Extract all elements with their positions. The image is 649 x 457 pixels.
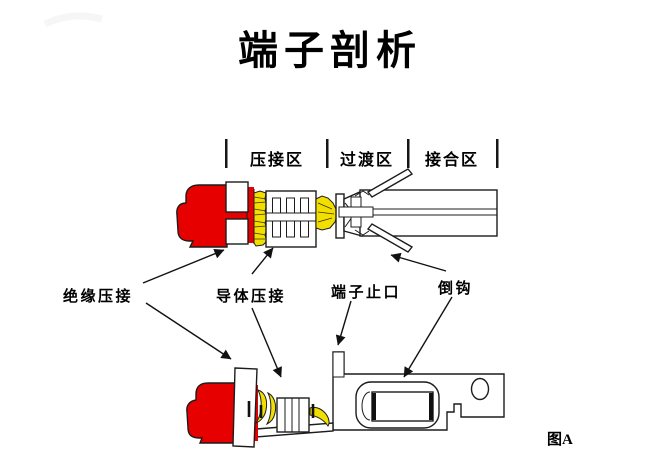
upper-terminal-drawing [176,168,498,253]
terminal-stop-arrow [335,300,352,346]
insulation-crimp-arrow-lower [145,302,232,360]
barb-edge [372,393,376,420]
barb-lance-top [366,168,414,198]
crimp-slot [286,220,295,238]
crimp-slot [272,197,281,214]
lower-terminal-drawing [186,351,505,448]
blade-hole [470,377,490,401]
barb-region-inner [371,391,434,422]
lance-cut-mark [354,229,370,236]
lance-cut-mark [354,190,370,197]
crimp-slot [286,197,295,214]
receptacle-body [359,189,498,237]
zone-label-mating-zone: 接合区 [424,152,480,169]
terminal-stop-tab [332,351,345,378]
label-barb: 倒钩 [438,281,474,297]
insulation-crimp-lower [232,367,258,448]
label-conductor-crimp: 导体压接 [216,289,287,305]
insulation-crimp-arrow-upper [142,248,225,284]
zone-divider [496,139,499,168]
conductor-strand-curl [309,406,330,427]
barb-arc-detail [361,391,371,421]
crimp-slot [300,220,309,238]
zone-label-crimp-zone: 压接区 [249,152,305,169]
conductor-crimp-arrow-lower [251,307,282,378]
crimp-slot [272,220,281,238]
conductor-crimp-arrow-upper [251,247,274,275]
front-stop-detail [338,206,374,218]
barb-arrow-lower [403,296,453,378]
crimp-slot [300,197,309,214]
zone-divider [407,139,410,168]
conductor-strands-upper [253,190,268,247]
label-insulation-crimp: 绝缘压接 [63,289,134,305]
zone-dividers [225,139,499,168]
leader-arrows [142,247,453,378]
conductor-crimp-lower [276,397,310,433]
conductor-strand-curl [265,391,277,426]
insulation-crimp-upper [225,181,249,213]
page-title: 端子剖析 [238,28,422,73]
barb-lance-bottom [366,223,414,253]
crimp-seams [284,398,300,432]
zone-divider [225,139,228,168]
body-seam-lines [373,208,497,216]
zone-label-transition-zone: 过渡区 [339,152,395,169]
strand-hatching [317,202,335,223]
barb-arrow-upper [390,252,447,272]
figure-caption: 图A [547,432,573,448]
insulation-crimp-upper [225,218,249,245]
barb-edge [429,393,433,420]
label-terminal-stop: 端子止口 [331,285,402,301]
strand-hatching [253,196,267,240]
wire-insulation-lower [186,382,236,444]
watermark-smudge [43,12,103,28]
crimp-wing-ticks [247,401,315,418]
zone-divider [326,139,329,168]
